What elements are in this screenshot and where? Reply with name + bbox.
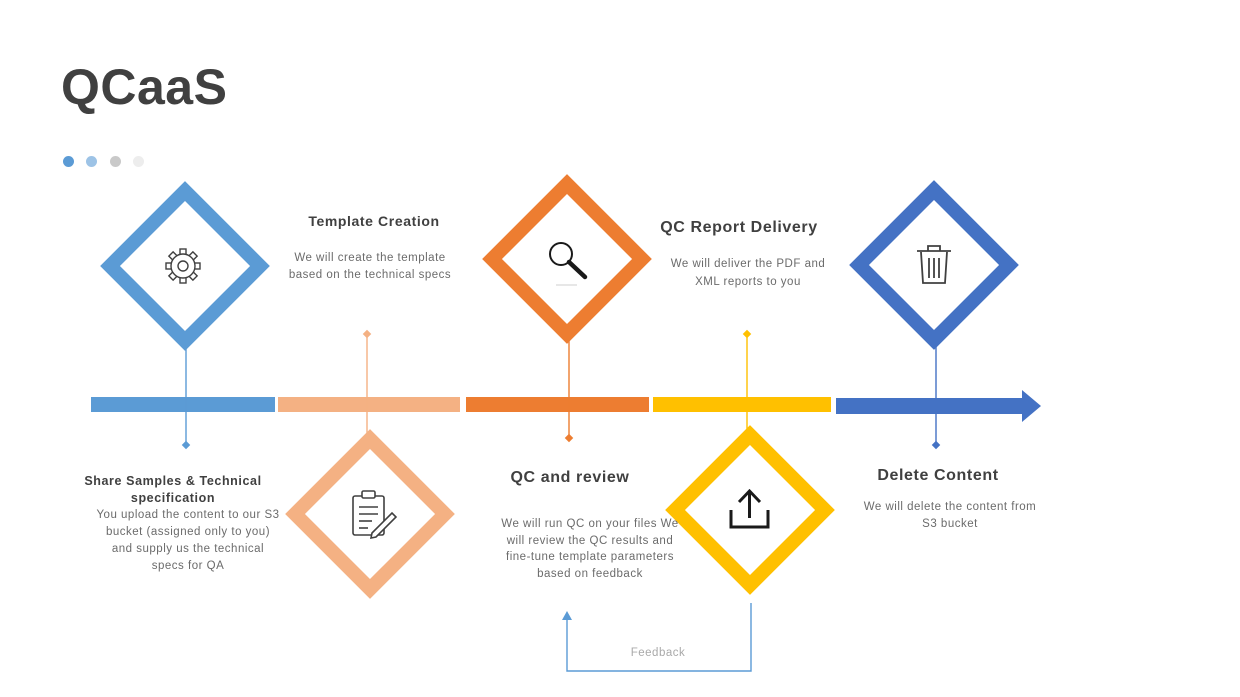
step-title-1: Share Samples & Technical specification: [84, 474, 262, 505]
connector-1: [181, 338, 191, 450]
timeline-segment-4: [653, 397, 831, 412]
feedback-loop: [562, 603, 752, 672]
step-description-3: We will run QC on your files We will rev…: [501, 518, 679, 580]
trash-icon: [917, 245, 951, 284]
progress-dot: [63, 156, 74, 167]
step-title-3: QC and review: [510, 469, 630, 486]
feedback-label: Feedback: [630, 647, 686, 659]
progress-dot: [110, 156, 121, 167]
upload-icon: [729, 488, 770, 529]
clipboard-icon: [352, 490, 398, 540]
page-title: QCaaS: [61, 59, 228, 115]
step-diamond-3: [482, 174, 652, 344]
step-description-1: You upload the content to our S3 bucket …: [96, 509, 280, 572]
step-title-5: Delete Content: [877, 467, 999, 484]
step-diamond-2: [285, 429, 455, 599]
step-diamond-5: [849, 180, 1019, 350]
timeline-segment-1: [91, 397, 275, 412]
connector-4: [742, 329, 752, 436]
timeline-segment-3: [466, 397, 649, 412]
timeline-arrow: [836, 390, 1041, 422]
connector-3: [564, 332, 574, 443]
step-description-2: We will create the template based on the…: [288, 252, 452, 281]
connector-2: [362, 329, 372, 442]
progress-dot: [133, 156, 144, 167]
step-diamond-1: [100, 181, 270, 351]
connector-5: [931, 338, 941, 450]
step-title-4: QC Report Delivery: [660, 219, 818, 236]
step-description-5: We will delete the content from S3 bucke…: [863, 501, 1037, 530]
step-title-2: Template Creation: [308, 213, 440, 229]
gear-icon: [165, 248, 201, 284]
step-description-4: We will deliver the PDF and XML reports …: [670, 258, 826, 288]
progress-dot: [86, 156, 97, 167]
timeline-segment-2: [278, 397, 460, 412]
step-diamond-4: [665, 425, 835, 595]
magnifier-icon: [549, 242, 588, 286]
